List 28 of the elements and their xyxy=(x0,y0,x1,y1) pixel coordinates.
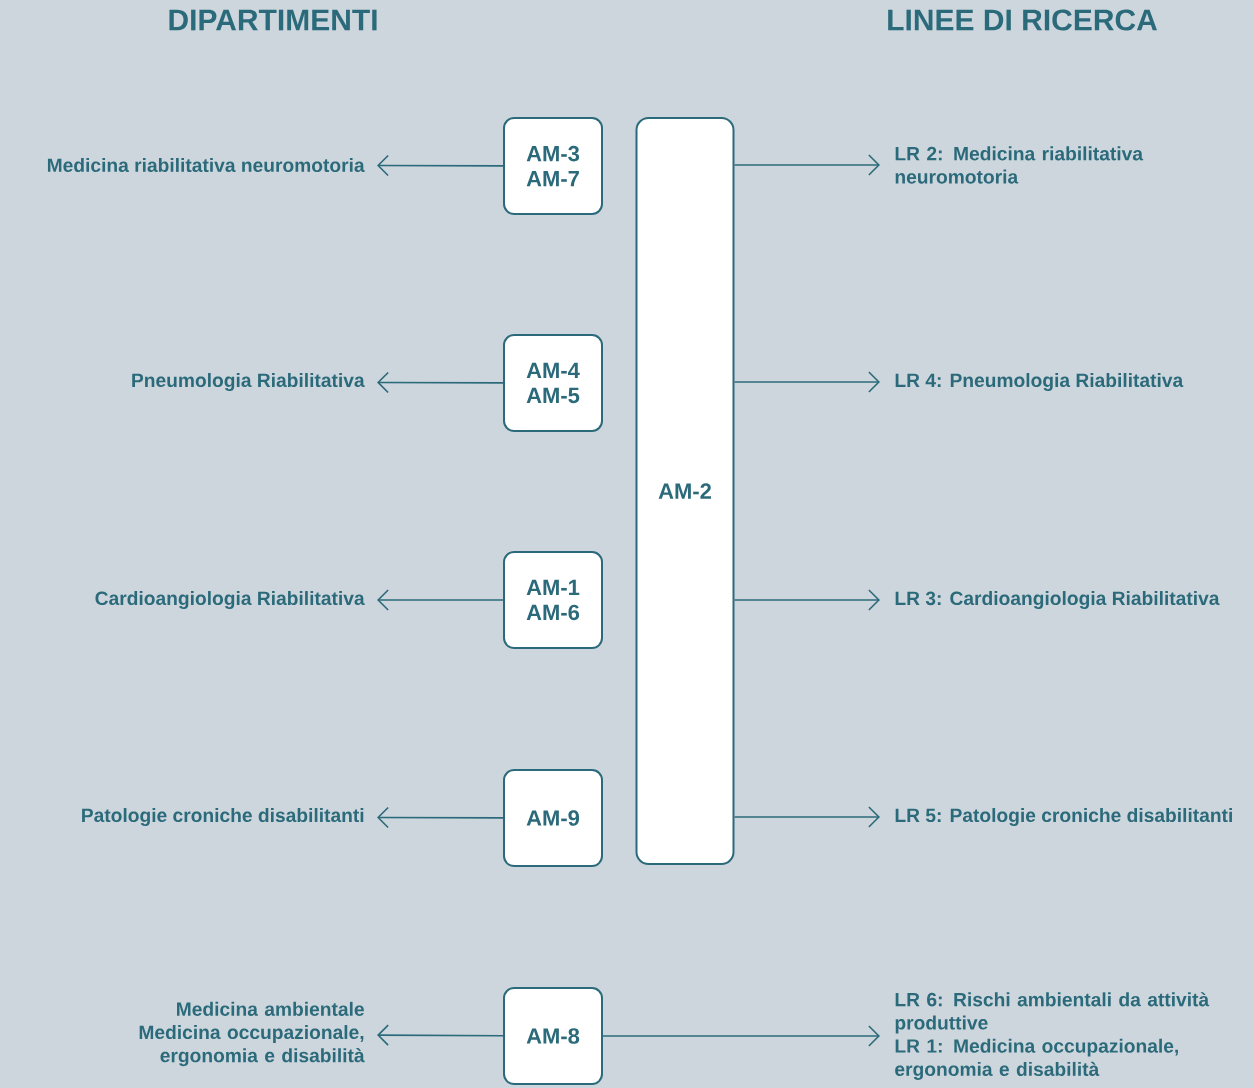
department-label: Cardioangiologia Riabilitativa xyxy=(95,591,365,609)
department-label: Patologie croniche disabilitanti xyxy=(82,808,364,826)
arrow xyxy=(602,1025,880,1047)
arrow xyxy=(377,1024,504,1046)
department-label: Medicina ambientale Medicina occupazionale, ergonomia e disabilità xyxy=(139,1001,365,1067)
department-label: Pneumologia Riabilitativa xyxy=(132,373,365,391)
column-heading: LINEE DI RICERCA xyxy=(888,9,1157,31)
arrow xyxy=(733,806,880,828)
arrow xyxy=(377,806,504,829)
research-line-label: LR 2: Medicina riabilitativa neuromotoria xyxy=(895,146,1144,184)
arrow xyxy=(733,589,880,611)
code-box: AM-9 xyxy=(503,769,603,867)
tall-code-box: AM-2 xyxy=(635,117,735,865)
arrow xyxy=(733,154,880,176)
column-heading: DIPARTIMENTI xyxy=(169,9,377,31)
research-line-label: LR 5: Patologie croniche disabilitanti xyxy=(895,808,1232,826)
arrow xyxy=(377,371,504,394)
research-line-label: LR 4: Pneumologia Riabilitativa xyxy=(895,373,1184,391)
research-line-label: LR 3: Cardioangiologia Riabilitativa xyxy=(895,591,1220,609)
arrow xyxy=(377,154,504,177)
code-box: AM-3 AM-7 xyxy=(503,117,603,215)
code-box: AM-4 AM-5 xyxy=(503,334,603,432)
arrow xyxy=(377,589,504,611)
code-box: AM-1 AM-6 xyxy=(503,551,603,649)
code-box: AM-8 xyxy=(503,987,603,1085)
arrow xyxy=(733,371,880,393)
department-label: Medicina riabilitativa neuromotoria xyxy=(47,157,365,173)
research-line-label: LR 6: Rischi ambientali da attività produttive LR 1: Medicina occupazionale, ergonomia e disabilità xyxy=(895,992,1210,1080)
